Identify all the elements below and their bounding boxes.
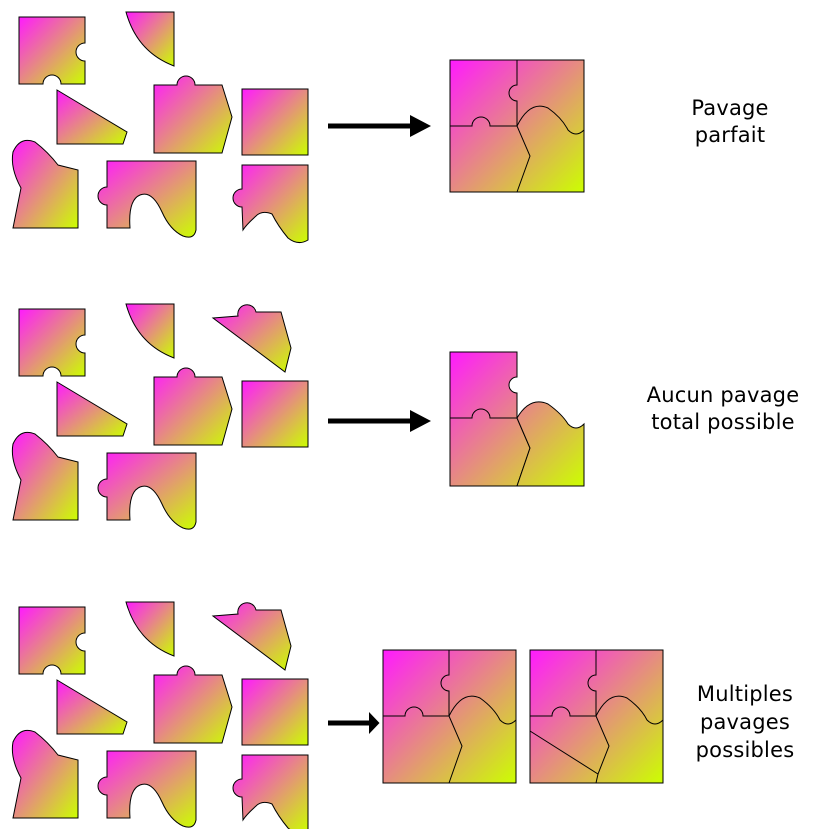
caption-line: possibles [695,738,795,762]
row-multiple-result-a [382,649,517,784]
piece-blob [11,139,79,229]
piece-quarter-circle [125,11,175,67]
arrow-icon [328,712,380,734]
piece-corner [18,606,86,675]
piece-wave [97,750,197,828]
piece-blob [11,729,79,819]
arrow-icon [328,410,431,432]
piece-wedge [212,304,292,373]
caption-none: Aucun pavage total possible [633,382,813,436]
caption-line: total possible [651,410,795,434]
row-multiple-result-b [529,649,664,784]
piece-square [241,88,309,156]
piece-square [241,380,309,448]
arrow-icon [328,115,431,137]
caption-multiple: Multiples pavages possibles [680,680,810,764]
piece-wave-small [232,754,309,829]
caption-line: Aucun pavage [646,383,800,407]
caption-perfect: Pavage parfait [650,95,810,149]
row-none-result [449,351,585,487]
piece-quarter-circle [125,303,175,359]
piece-triangle [56,679,128,735]
caption-line: Multiples [696,682,794,706]
piece-wave [97,160,197,238]
row-perfect-pieces [11,11,309,244]
piece-quarter-circle [125,601,175,657]
caption-line: Pavage [691,96,769,120]
piece-wave-small [232,164,309,244]
piece-blob [11,431,79,521]
piece-wedge [212,602,292,671]
caption-line: pavages [699,710,791,734]
piece-triangle [56,89,128,145]
piece-house [153,367,233,446]
piece-triangle [56,381,128,437]
caption-line: parfait [694,123,766,147]
piece-wave [97,452,197,530]
piece-house [153,75,233,154]
piece-square [241,678,309,746]
piece-corner [18,16,86,85]
piece-house [153,665,233,744]
piece-corner [18,308,86,377]
row-perfect-result [449,59,585,193]
